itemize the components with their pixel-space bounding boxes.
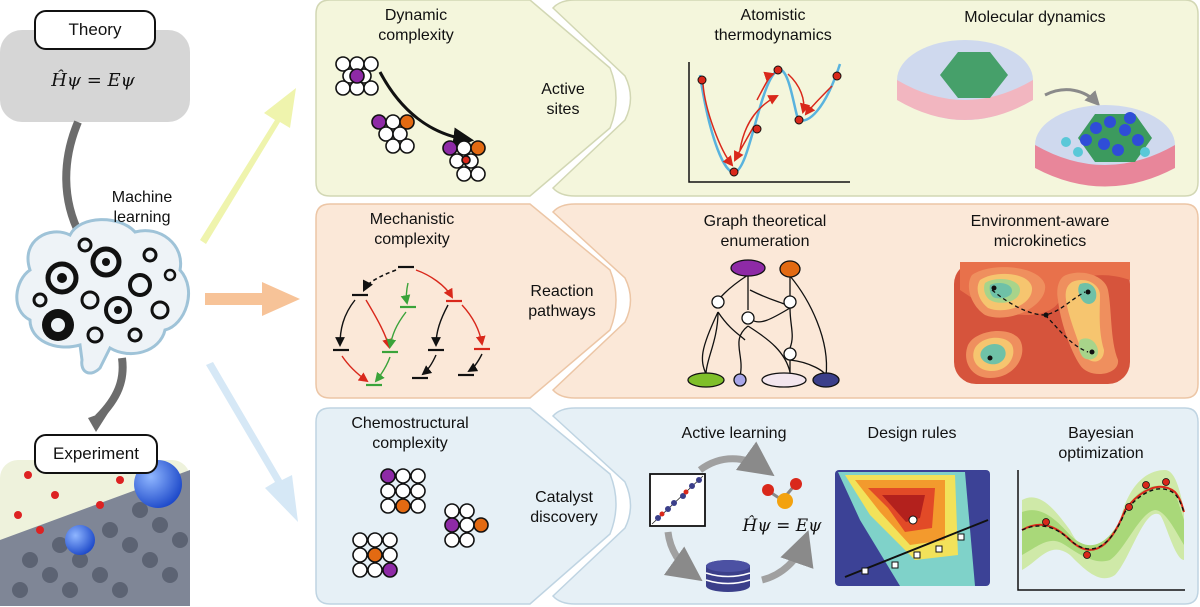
machine-learning-line1: Machine	[111, 189, 173, 206]
chemostructural-line2: complexity	[372, 435, 448, 452]
reaction-network	[333, 265, 490, 387]
molecular-dynamics-title: Molecular dynamics	[964, 9, 1106, 26]
chemostructural-line1: Chemostructural	[351, 415, 469, 432]
arrow-to-mechanistic	[205, 282, 300, 316]
catalyst-discovery-line1: Catalyst	[535, 489, 593, 506]
graph-theoretical-title: Graph theoretical enumeration	[680, 212, 850, 252]
atomistic-line2: thermodynamics	[714, 27, 832, 44]
mechanistic-line2: complexity	[374, 231, 450, 248]
md-slab-before	[897, 40, 1033, 120]
microkinetics-map	[954, 262, 1130, 384]
graph-enumeration	[687, 259, 840, 388]
md-slab-after	[1035, 105, 1175, 187]
theory-label: Theory	[34, 10, 156, 50]
experiment-label: Experiment	[34, 434, 158, 474]
active-learning-title: Active learning	[681, 425, 787, 442]
reaction-pathways-line2: pathways	[528, 303, 596, 320]
microkinetics-line1: Environment-aware	[970, 213, 1110, 230]
cluster-bottom	[442, 140, 486, 182]
machine-learning-label: Machine learning	[92, 188, 192, 228]
reaction-pathways-label: Reaction pathways	[520, 282, 604, 322]
bayesian-optimization-title: Bayesian optimization	[1026, 424, 1176, 464]
graph-theoretical-line1: Graph theoretical	[703, 213, 827, 230]
cluster-middle	[371, 114, 415, 154]
schrodinger-equation-left: Ĥψ = Eψ	[51, 70, 135, 91]
atomistic-line1: Atomistic	[740, 7, 806, 24]
microkinetics-line2: microkinetics	[993, 233, 1087, 250]
bayesian-line1: Bayesian	[1068, 425, 1134, 442]
bayesian-plot	[1017, 470, 1185, 591]
theory-to-brain-connector	[62, 120, 84, 237]
catalyst-discovery-line2: discovery	[530, 509, 598, 526]
microkinetics-title: Environment-aware microkinetics	[950, 212, 1130, 252]
panel-mechanistic	[315, 203, 617, 399]
active-sites-line1: Active	[541, 81, 585, 98]
machine-learning-line2: learning	[113, 209, 171, 226]
catalyst-grids	[352, 468, 489, 578]
mechanistic-line1: Mechanistic	[369, 211, 455, 228]
brain-gears-icon	[15, 218, 190, 375]
schrodinger-equation-cycle: Ĥψ = Eψ	[742, 516, 822, 536]
atomistic-thermodynamics-title: Atomistic thermodynamics	[688, 6, 858, 46]
catalyst-discovery-label: Catalyst discovery	[522, 488, 606, 528]
dynamic-complexity-line2: complexity	[378, 27, 454, 44]
reaction-pathways-line1: Reaction	[530, 283, 594, 300]
chemostructural-complexity-title: Chemostructural complexity	[340, 414, 480, 454]
dynamic-complexity-title: Dynamic complexity	[358, 6, 474, 46]
md-arrow	[1044, 88, 1101, 107]
bayesian-line2: optimization	[1058, 445, 1144, 462]
experiment-scene-image	[0, 460, 190, 606]
arrow-to-dynamic	[200, 88, 296, 244]
mechanistic-complexity-title: Mechanistic complexity	[352, 210, 472, 250]
dynamic-arrow	[378, 71, 475, 149]
graph-theoretical-line2: enumeration	[720, 233, 810, 250]
theory-box	[0, 30, 190, 122]
arrow-to-chemostructural	[206, 362, 298, 522]
atomistic-plot	[688, 62, 850, 183]
design-rules-title: Design rules	[867, 425, 957, 442]
active-sites-label: Active sites	[528, 80, 598, 120]
cluster-top	[335, 56, 379, 96]
active-learning-cycle	[649, 441, 814, 592]
design-rules-map	[835, 470, 990, 586]
dynamic-complexity-line1: Dynamic	[384, 7, 448, 24]
active-sites-line2: sites	[546, 101, 580, 118]
